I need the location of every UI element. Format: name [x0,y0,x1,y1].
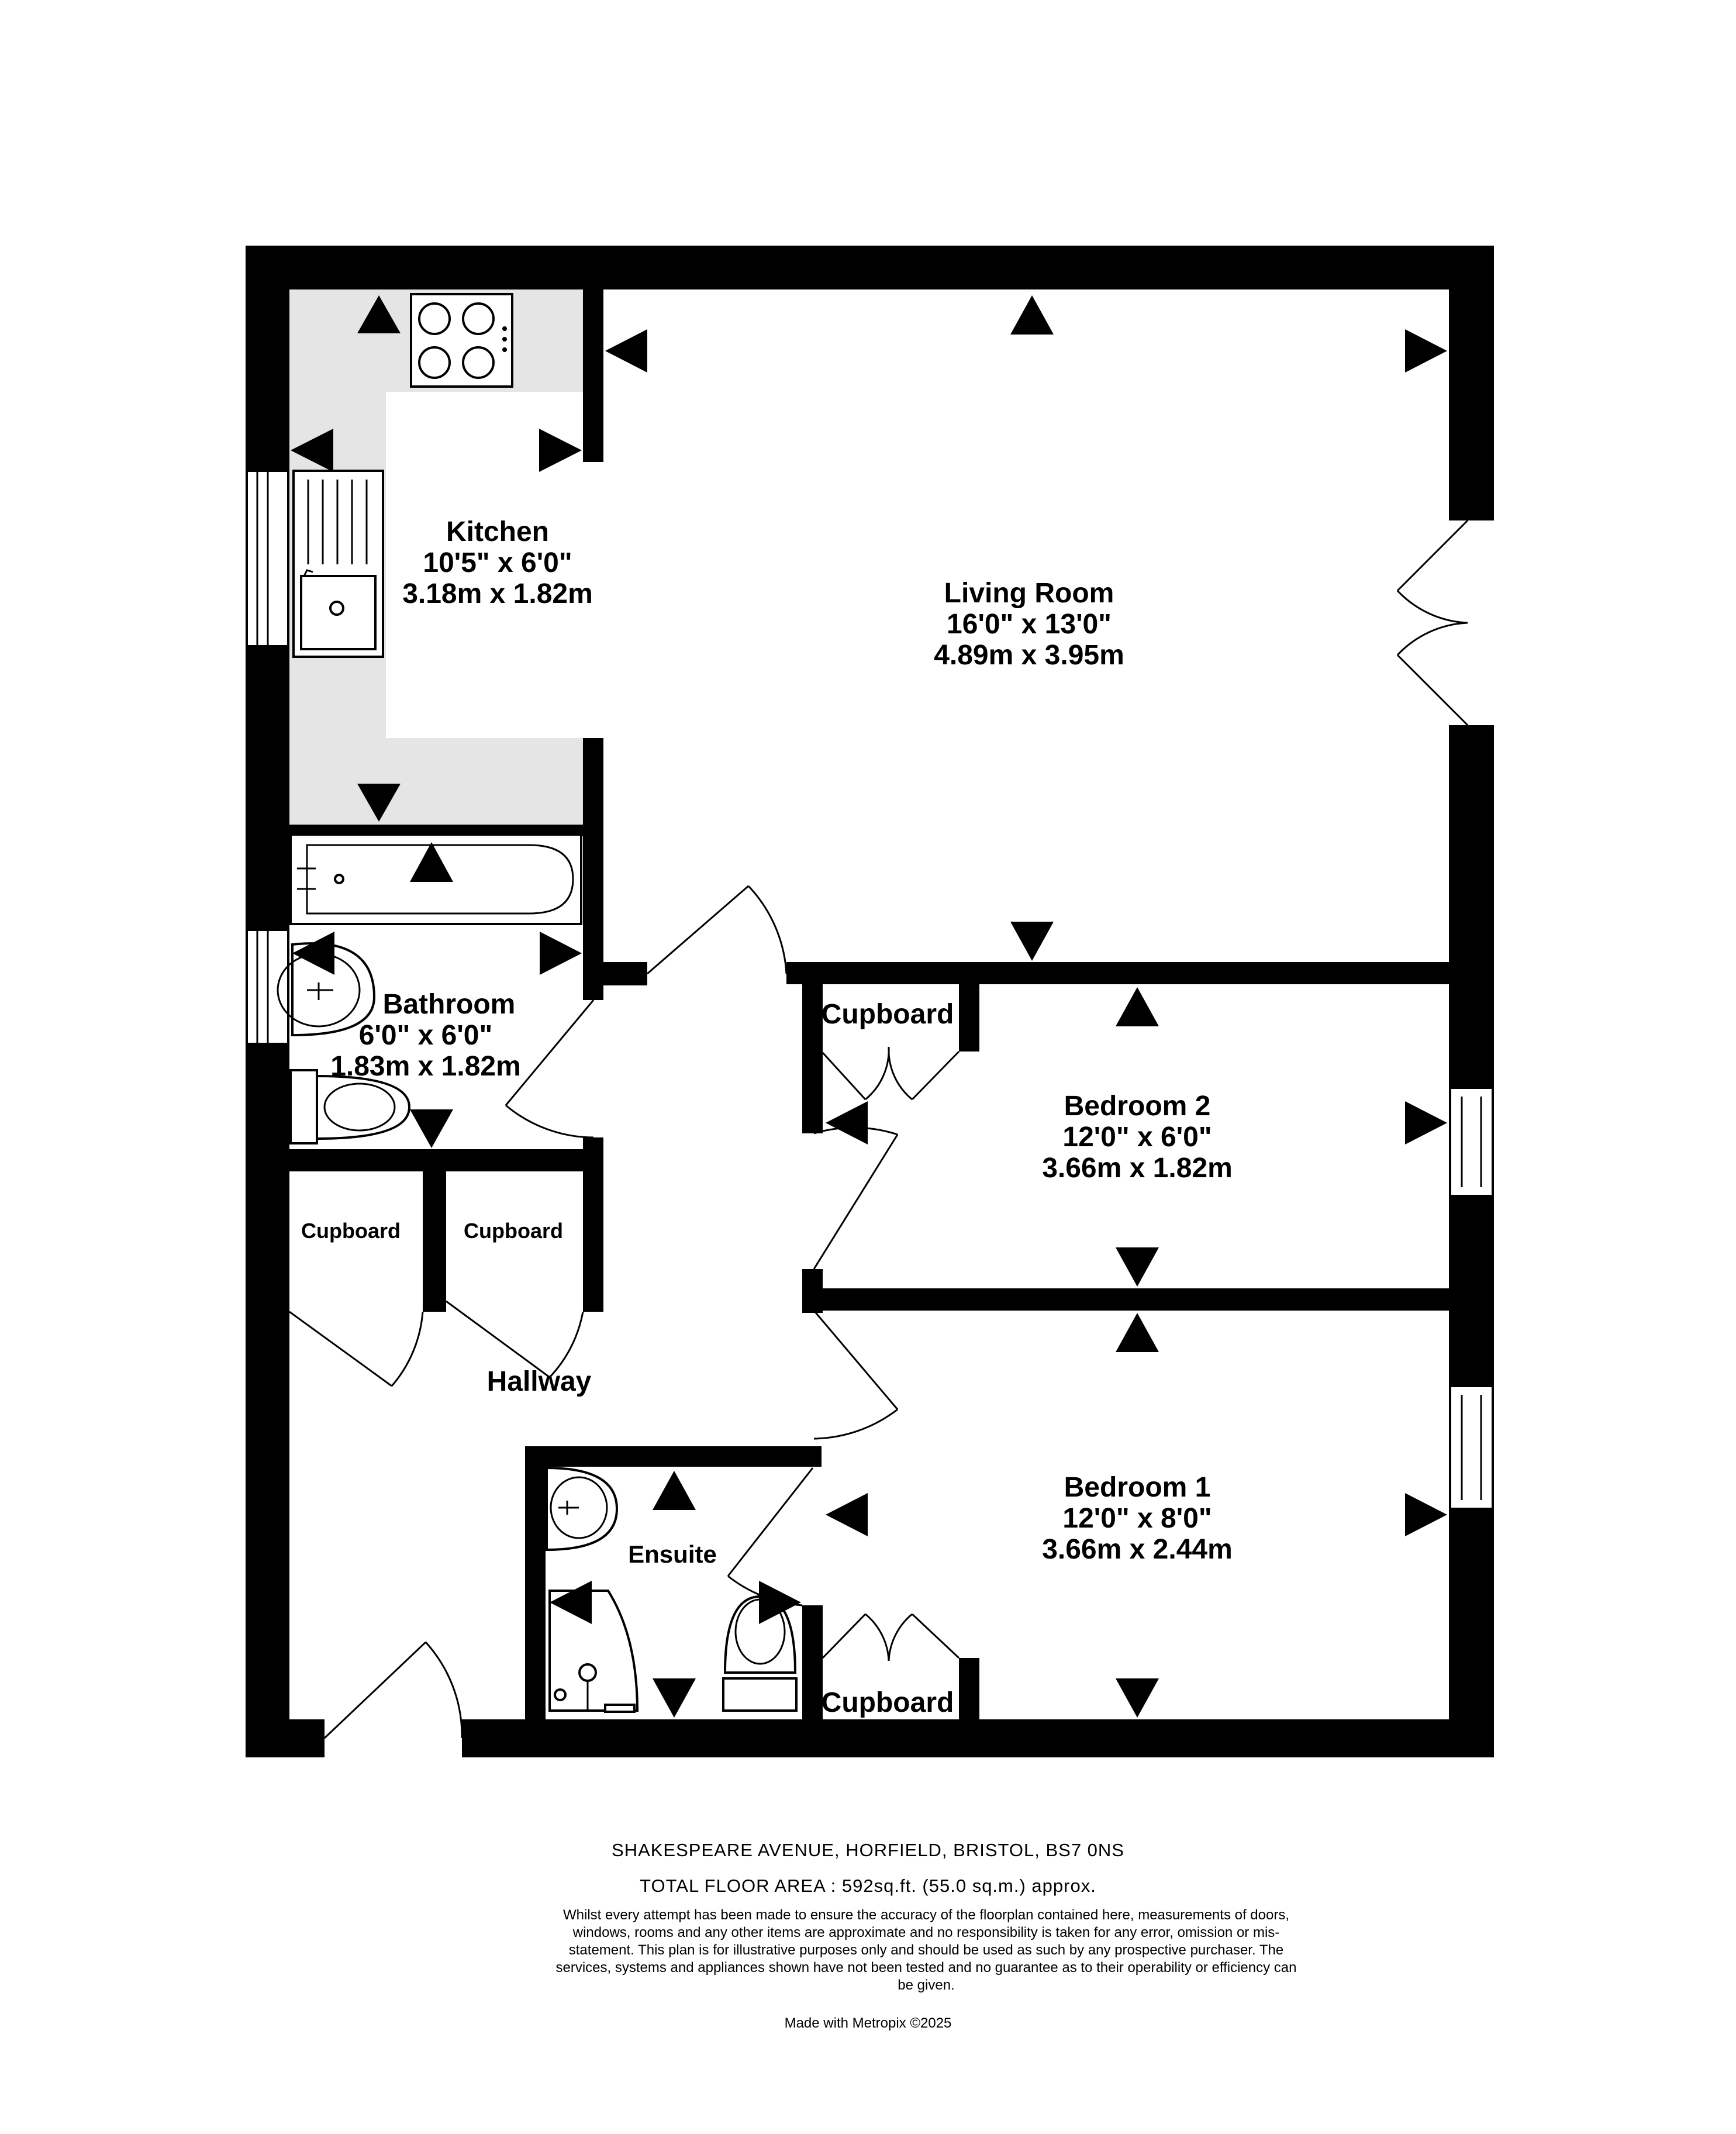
disclaimer-text: Whilst every attempt has been made to en… [555,1907,1297,1993]
bathroom-arrow-down [410,1109,453,1148]
bedroom-1-arrow-left [826,1493,868,1536]
living-arrow-down [1010,922,1054,961]
bedroom-2-name: Bedroom 2 [1064,1091,1211,1122]
living-arrow-up [1010,295,1054,335]
measurement-arrows [291,295,1447,1718]
hob-icon [410,293,513,388]
bedroom-2-arrow-right [1405,1101,1447,1144]
bathroom-arrow-up [410,842,453,882]
hall-cupboard-left-door [289,1311,424,1387]
living-room-name: Living Room [944,578,1114,609]
bathroom-basin-icon [277,942,376,1037]
living-arrow-right [1405,329,1447,373]
kitchen-metric: 3.18m x 1.82m [402,578,593,609]
total-floor-area: TOTAL FLOOR AREA : 592sq.ft. (55.0 sq.m.… [640,1876,1096,1896]
kitchen-arrow-up [357,295,401,333]
ensuite-arrow-down [653,1678,696,1718]
living-room-imperial: 16'0" x 13'0" [947,609,1112,640]
front-door [323,1641,463,1739]
bedroom-1-imperial: 12'0" x 8'0" [1062,1503,1212,1534]
sink-drainer-icon [292,470,384,658]
shower-icon [548,1590,639,1713]
windows [246,470,1494,1510]
bedroom-1-metric: 3.66m x 2.44m [1042,1534,1233,1565]
kitchen-name: Kitchen [446,516,549,547]
bedroom-1-cupboard-doors [822,1613,960,1661]
bedroom-1-door [813,1310,899,1440]
kitchen-imperial: 10'5" x 6'0" [423,547,572,578]
bedroom-2-window [1449,1087,1494,1197]
bedroom-2-door [813,1126,899,1270]
kitchen-arrow-right [539,429,582,472]
bedroom-2-arrow-up [1116,987,1159,1026]
bathroom-imperial: 6'0" x 6'0" [359,1020,493,1051]
ensuite-arrow-right [759,1581,801,1624]
bathroom-arrow-right [540,932,582,975]
doors [289,519,1469,1739]
fixtures [277,293,798,1713]
ensuite-arrow-left [550,1581,592,1624]
hallway-name: Hallway [487,1366,592,1397]
ensuite-basin-icon [546,1466,619,1552]
outer-walls [246,246,1494,1757]
interior-walls [289,289,1449,1757]
bathroom-window [246,929,289,1045]
ensuite-door [727,1467,814,1606]
ensuite-name: Ensuite [628,1540,717,1568]
ensuite-arrow-up [653,1471,696,1510]
living-room-french-doors [1396,519,1469,726]
hall-cupboard-right-label: Cupboard [464,1219,563,1243]
bedroom-2-arrow-left [826,1101,868,1144]
bedroom-1-arrow-down [1116,1678,1159,1718]
living-room-door [647,885,788,975]
kitchen-window [246,470,289,647]
bathroom-door [505,999,595,1139]
bedroom-2-cupboard-label: Cupboard [822,999,954,1030]
hall-cupboard-left-label: Cupboard [301,1219,401,1243]
bedroom-2-imperial: 12'0" x 6'0" [1062,1122,1212,1153]
bedroom-2-arrow-down [1116,1247,1159,1287]
kitchen-arrow-left [291,429,333,472]
bathroom-name: Bathroom [383,989,516,1020]
living-room-metric: 4.89m x 3.95m [934,640,1124,671]
bathroom-toilet-icon [289,1069,411,1144]
bedroom-1-arrow-right [1405,1493,1447,1536]
kitchen-arrow-down [357,784,401,822]
room-labels: Kitchen 10'5" x 6'0" 3.18m x 1.82m Livin… [301,516,1233,1718]
bedroom-2-metric: 3.66m x 1.82m [1042,1153,1233,1184]
bedroom-2-cupboard-doors [822,1046,960,1101]
bedroom-1-name: Bedroom 1 [1064,1472,1211,1503]
bedroom-1-cupboard-label: Cupboard [822,1687,954,1718]
hall-cupboard-right-door [446,1300,584,1378]
property-address: SHAKESPEARE AVENUE, HORFIELD, BRISTOL, B… [612,1840,1124,1860]
bedroom-1-arrow-up [1116,1313,1159,1352]
bathroom-metric: 1.83m x 1.82m [330,1051,521,1082]
living-arrow-left [605,329,647,373]
bathroom-arrow-left [292,932,334,975]
made-with-credit: Made with Metropix ©2025 [784,2015,952,2031]
bedroom-1-window [1449,1385,1494,1510]
